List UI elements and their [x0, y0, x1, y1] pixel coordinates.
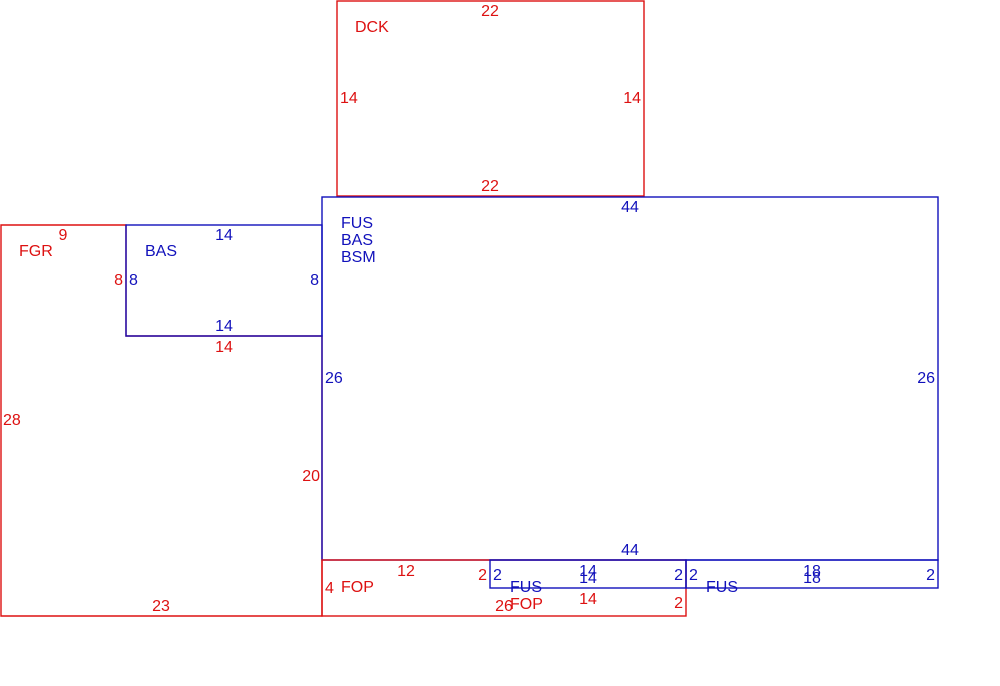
main-dim-left: 26 — [325, 370, 343, 387]
main-label-bas: BAS — [341, 232, 373, 249]
dck-dim-left: 14 — [340, 90, 358, 107]
fgr-label: FGR — [19, 243, 53, 260]
bas-dim-left: 8 — [129, 272, 138, 289]
main-label-bsm: BSM — [341, 249, 376, 266]
fop-left-dim-left: 4 — [325, 580, 334, 597]
fgr-outline — [0, 224, 323, 617]
bas-dim-bottom: 14 — [215, 318, 233, 335]
fus-right-dim-right: 2 — [926, 567, 935, 584]
fgr-dim-bottom: 23 — [152, 598, 170, 615]
fop-left-label: FOP — [341, 579, 374, 596]
fgr-dim-step: 14 — [215, 339, 233, 356]
dck-dim-bottom: 22 — [481, 178, 499, 195]
fgr-dim-right: 20 — [302, 468, 320, 485]
fus-right-dim-bottom: 18 — [803, 570, 821, 587]
fop-left-dim-step: 2 — [478, 567, 487, 584]
fop-small-label: FOP — [510, 596, 543, 613]
fop-small-dim-right: 2 — [674, 595, 683, 612]
fus-small-dim-left: 2 — [493, 567, 502, 584]
fgr-dim-top: 9 — [59, 227, 68, 244]
dck-outline — [336, 0, 645, 197]
fus-right-outline — [685, 559, 939, 589]
bas-dim-top: 14 — [215, 227, 233, 244]
bas-dim-right: 8 — [310, 272, 319, 289]
fus-right-dim-top: 18 — [803, 563, 821, 580]
fus-small-dim-right: 2 — [674, 567, 683, 584]
main-dim-right: 26 — [917, 370, 935, 387]
fus-right-label: FUS — [706, 579, 738, 596]
fop-left-dim-top: 12 — [397, 563, 415, 580]
fgr-dim-left: 28 — [3, 412, 21, 429]
dck-label: DCK — [355, 19, 389, 36]
dck-dim-top: 22 — [481, 3, 499, 20]
fop-small-dim-bottom: 14 — [579, 591, 597, 608]
main-outline — [321, 196, 939, 561]
main-dim-bottom: 44 — [621, 542, 639, 559]
main-dim-top: 44 — [621, 199, 639, 216]
fgr-dim-notch: 8 — [114, 272, 123, 289]
main-label-fus: FUS — [341, 215, 373, 232]
fus-small-dim-top: 14 — [579, 563, 597, 580]
fus-small-dim-bottom: 14 — [579, 570, 597, 587]
fus-small-label: FUS — [510, 579, 542, 596]
dck-dim-right: 14 — [623, 90, 641, 107]
bas-label: BAS — [145, 243, 177, 260]
fus-right-dim-left: 2 — [689, 567, 698, 584]
fop-left-dim-bottom: 26 — [495, 598, 513, 615]
